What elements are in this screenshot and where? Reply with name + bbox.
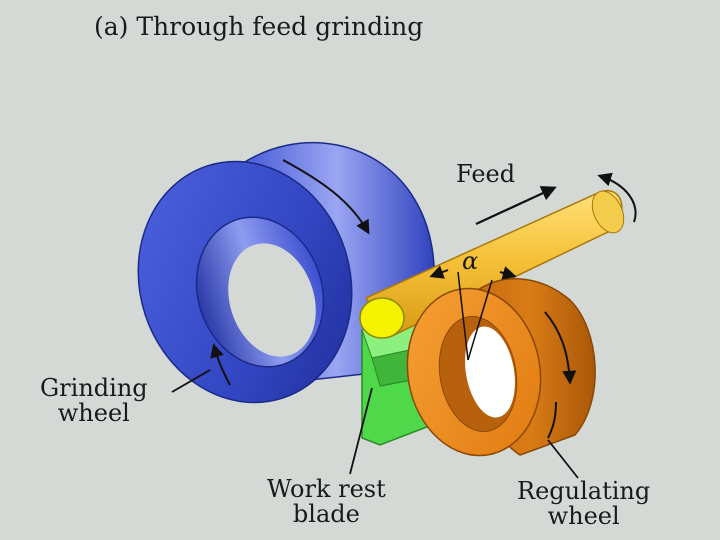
- grinding-wheel-leader: [171, 369, 211, 393]
- work-rest-blade-label-line2: blade: [292, 500, 360, 529]
- workpiece-rotation-arrow: [597, 172, 637, 223]
- work-rest-blade-label: Work rest blade: [267, 475, 386, 529]
- feed-arrow: [475, 186, 557, 225]
- grinding-wheel-label-line2: wheel: [57, 399, 130, 428]
- regulating-wheel-leader: [547, 439, 579, 479]
- grinding-wheel-label: Grinding wheel: [40, 374, 148, 428]
- grinding-wheel-label-line1: Grinding: [40, 374, 148, 402]
- regulating-wheel-label: Regulating wheel: [517, 477, 651, 531]
- angle-alpha-marker: [429, 265, 517, 361]
- regulating-wheel-label-line1: Regulating: [517, 477, 651, 505]
- regulating-wheel-label-line2: wheel: [547, 502, 620, 531]
- feed-label: Feed: [456, 160, 516, 188]
- work-rest-leader: [349, 387, 373, 475]
- workpiece-rod: [359, 189, 625, 339]
- grinding-wheel: [137, 142, 436, 404]
- diagram-title: (a) Through feed grinding: [94, 12, 424, 41]
- regulating-wheel: [406, 277, 596, 457]
- alpha-label: α: [462, 247, 479, 275]
- work-rest-blade-label-line1: Work rest: [267, 475, 386, 503]
